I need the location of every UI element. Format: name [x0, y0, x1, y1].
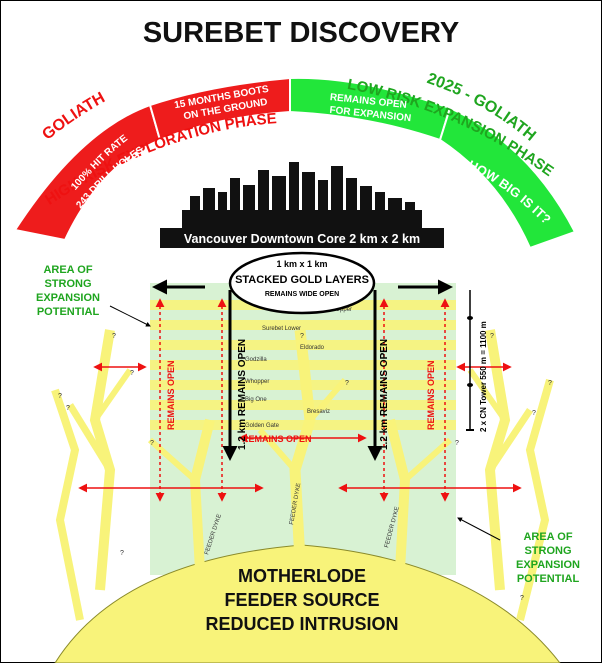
- vancouver-banner: [160, 228, 444, 248]
- expansion-label-left: EXPANSION: [36, 292, 100, 304]
- skyline-icon: [182, 162, 422, 228]
- motherlode-line: MOTHERLODE: [238, 566, 366, 586]
- cn-tower-label: 2 x CN Tower 550 m = 1100 m: [479, 321, 488, 432]
- expansion-label-left: POTENTIAL: [37, 306, 100, 318]
- how-big-band: [438, 106, 577, 250]
- question-mark: ?: [520, 595, 524, 602]
- expansion-label-left: AREA OF: [43, 264, 92, 276]
- layer-label: Big One: [245, 397, 267, 403]
- remains-open-center: REMAINS OPEN: [242, 434, 312, 444]
- pointer-arrow-right: [457, 517, 501, 541]
- stacked-size: 1 km x 1 km: [276, 259, 327, 269]
- question-mark: ?: [120, 550, 124, 557]
- layer-label: Surebet Lower: [262, 326, 301, 332]
- layer-label: Eldorado: [300, 345, 325, 351]
- question-mark: ?: [300, 333, 304, 340]
- layer-label: Bresaviz: [307, 409, 330, 415]
- expansion-label-left: STRONG: [44, 278, 91, 290]
- question-mark: ?: [58, 393, 62, 400]
- layer-label: Godzilla: [245, 357, 267, 363]
- question-mark: ?: [66, 405, 70, 412]
- question-mark: ?: [532, 410, 536, 417]
- question-mark: ?: [112, 333, 116, 340]
- pointer-arrow-left: [109, 305, 151, 327]
- question-mark: ?: [130, 370, 134, 377]
- layer-label: Whopper: [245, 379, 269, 385]
- motherlode-line: REDUCED INTRUSION: [205, 614, 398, 634]
- question-mark: ?: [345, 380, 349, 387]
- question-mark: ?: [150, 440, 154, 447]
- expansion-label-right: STRONG: [524, 545, 571, 557]
- question-mark: ?: [548, 380, 552, 387]
- question-mark: ?: [455, 440, 459, 447]
- expansion-label-right: POTENTIAL: [517, 573, 580, 585]
- stacked-subtitle: REMAINS WIDE OPEN: [265, 291, 339, 298]
- vancouver-label: Vancouver Downtown Core 2 km x 2 km: [184, 232, 420, 246]
- diagram-title: SUREBET DISCOVERY: [143, 17, 459, 49]
- question-mark: ?: [490, 333, 494, 340]
- stacked-title: STACKED GOLD LAYERS: [235, 274, 369, 286]
- motherlode-line: FEEDER SOURCE: [224, 590, 379, 610]
- remains-open-left: REMAINS OPEN: [166, 360, 176, 430]
- depth-label-right: 1.2 km REMAINS OPEN: [379, 339, 390, 450]
- layer-label: Golden Gate: [245, 423, 280, 429]
- cn-tower-icon: [466, 290, 474, 431]
- expansion-label-right: EXPANSION: [516, 559, 580, 571]
- remains-open-right: REMAINS OPEN: [426, 360, 436, 430]
- expansion-label-right: AREA OF: [523, 531, 572, 543]
- depth-label-left: 1.2 km REMAINS OPEN: [237, 339, 248, 450]
- stacked-layers-ellipse: [228, 251, 376, 315]
- feeder-branches: [51, 329, 554, 621]
